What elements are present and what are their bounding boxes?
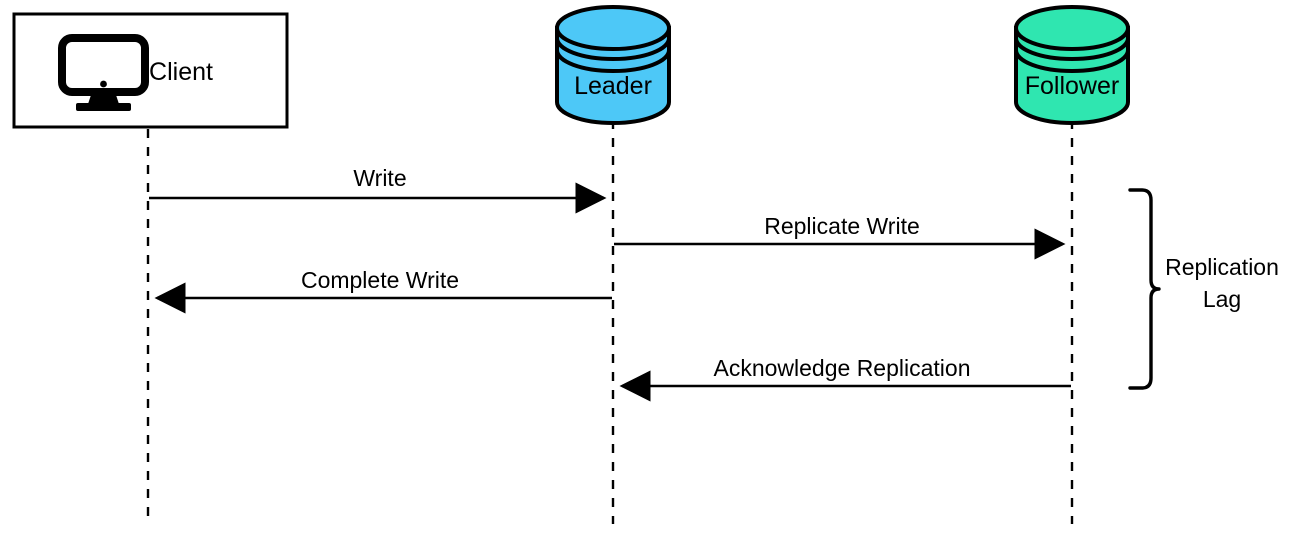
client-box[interactable] — [12, 12, 289, 129]
message-write[interactable]: Write — [149, 165, 607, 214]
follower-cylinder-band-1 — [1014, 37, 1130, 61]
message-replicate-write[interactable]: Replicate Write — [614, 213, 1066, 260]
follower-label: Follower — [1025, 72, 1119, 100]
follower-cylinder-band-2 — [1014, 49, 1130, 73]
message-acknowledge-replication-label: Acknowledge Replication — [714, 355, 971, 381]
participant-leader[interactable]: Leader — [555, 5, 671, 125]
annotation-replication-lag: Replication Lag — [1128, 188, 1279, 390]
message-replicate-write-label: Replicate Write — [764, 213, 920, 239]
message-complete-write[interactable]: Complete Write — [154, 267, 612, 314]
desktop-monitor-icon — [58, 34, 149, 111]
message-complete-write-label: Complete Write — [301, 267, 459, 293]
replication-lag-brace-icon — [1128, 188, 1161, 390]
leader-cylinder-body[interactable] — [555, 26, 671, 125]
follower-cylinder-top — [1014, 5, 1130, 51]
replication-lag-label-line1: Replication — [1165, 254, 1279, 280]
participant-follower[interactable]: Follower — [1014, 5, 1130, 125]
lifelines — [146, 120, 1074, 524]
client-label: Client — [149, 58, 213, 86]
participant-client[interactable]: Client — [12, 12, 289, 129]
leader-cylinder-top — [555, 5, 671, 51]
leader-label: Leader — [574, 72, 652, 100]
message-write-label: Write — [353, 165, 406, 191]
replication-lag-label-line2: Lag — [1203, 286, 1241, 312]
leader-cylinder-band-1 — [555, 37, 671, 61]
follower-cylinder-body[interactable] — [1014, 26, 1130, 125]
message-acknowledge-replication[interactable]: Acknowledge Replication — [619, 355, 1071, 402]
leader-cylinder-band-2 — [555, 49, 671, 73]
